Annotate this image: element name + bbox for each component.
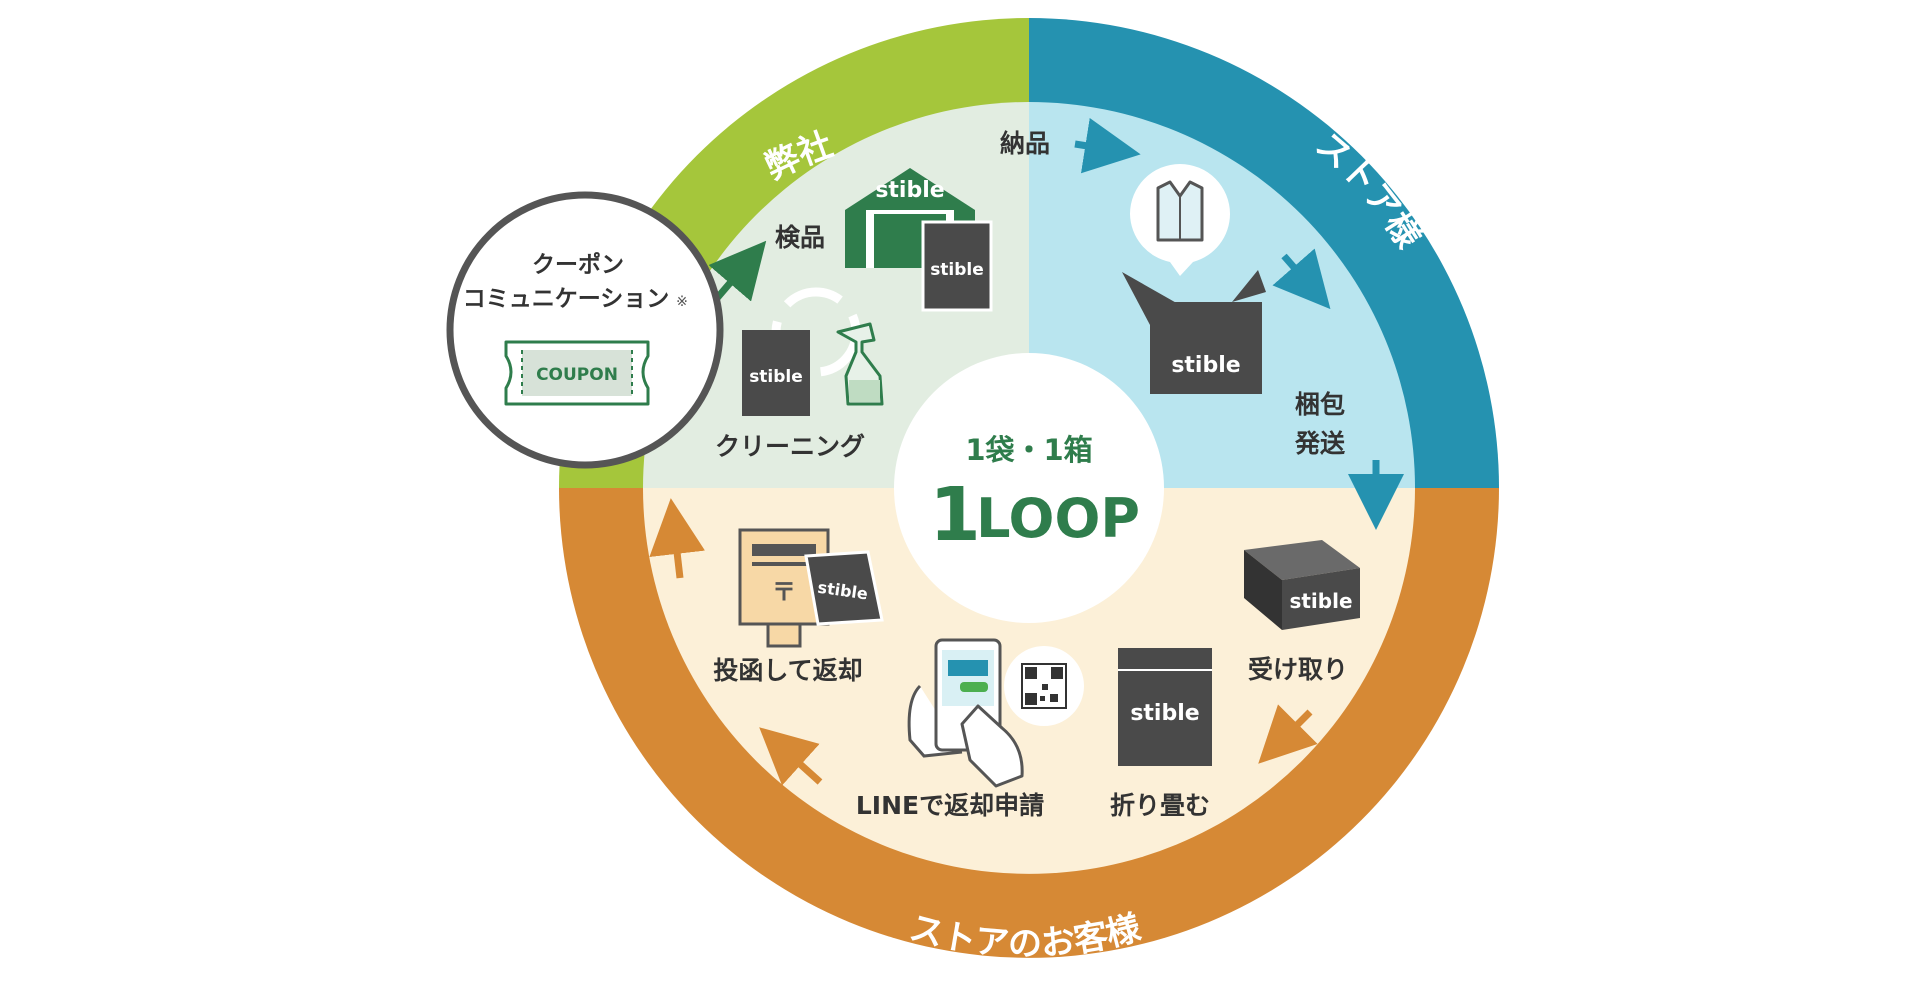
arrow-line-to-post: [759, 727, 823, 786]
center-subtitle: 1袋・1箱: [965, 433, 1092, 467]
arrow-box-to-pack: [1272, 248, 1331, 310]
cleaning-bag-logo: stible: [749, 367, 803, 387]
fold-label: 折り畳む: [1110, 791, 1210, 820]
coupon-ticket-label: COUPON: [536, 365, 618, 385]
folded-bag-icon: stible: [1118, 648, 1212, 766]
smartphone-hands-icon: [907, 638, 1024, 788]
line-return-label: LINEで返却申請: [856, 791, 1044, 820]
pack-label-line2: 発送: [1294, 429, 1345, 458]
center-circle: [894, 353, 1164, 623]
arrow-delivery: [1074, 117, 1141, 174]
return-bag-icon: stible: [804, 550, 884, 626]
open-box-icon: stible: [1122, 270, 1266, 394]
post-return-label: 投函して返却: [713, 656, 862, 685]
center-number: 1: [929, 472, 981, 558]
cleaning-bag-icon: stible: [742, 330, 810, 416]
postal-mark: 〒: [772, 578, 796, 606]
warehouse-logo: stible: [875, 178, 944, 203]
folded-bag-logo: stible: [1130, 701, 1199, 726]
qr-code-icon: [1004, 646, 1084, 726]
arrow-post-to-cleaning: [649, 498, 706, 579]
arrow-receive-to-fold: [1258, 704, 1318, 764]
center-loop-text: LOOP: [976, 487, 1140, 550]
coupon-title-line2: コミュニケーション: [463, 286, 670, 312]
pack-label-line1: 梱包: [1295, 390, 1345, 419]
shirt-bubble-icon: [1130, 164, 1230, 276]
inspection-bag-logo: stible: [930, 260, 984, 280]
inspection-label: 検品: [775, 223, 825, 252]
open-box-logo: stible: [1171, 353, 1240, 378]
closed-box-icon: stible: [1244, 540, 1360, 630]
inspection-bag-icon: stible: [921, 220, 993, 312]
coupon-ticket-icon: COUPON: [504, 340, 650, 406]
spray-bottle-icon: [836, 322, 884, 406]
receive-label: 受け取り: [1248, 655, 1348, 684]
coupon-title-line1: クーポン: [532, 251, 624, 278]
coupon-note-mark: ※: [676, 294, 688, 310]
delivery-label: 納品: [1000, 129, 1050, 158]
cleaning-label: クリーニング: [715, 432, 865, 461]
coupon-callout: クーポン コミュニケーション ※ COUPON: [446, 191, 724, 469]
closed-box-logo: stible: [1289, 589, 1352, 613]
store-inner-area: [1029, 102, 1415, 488]
